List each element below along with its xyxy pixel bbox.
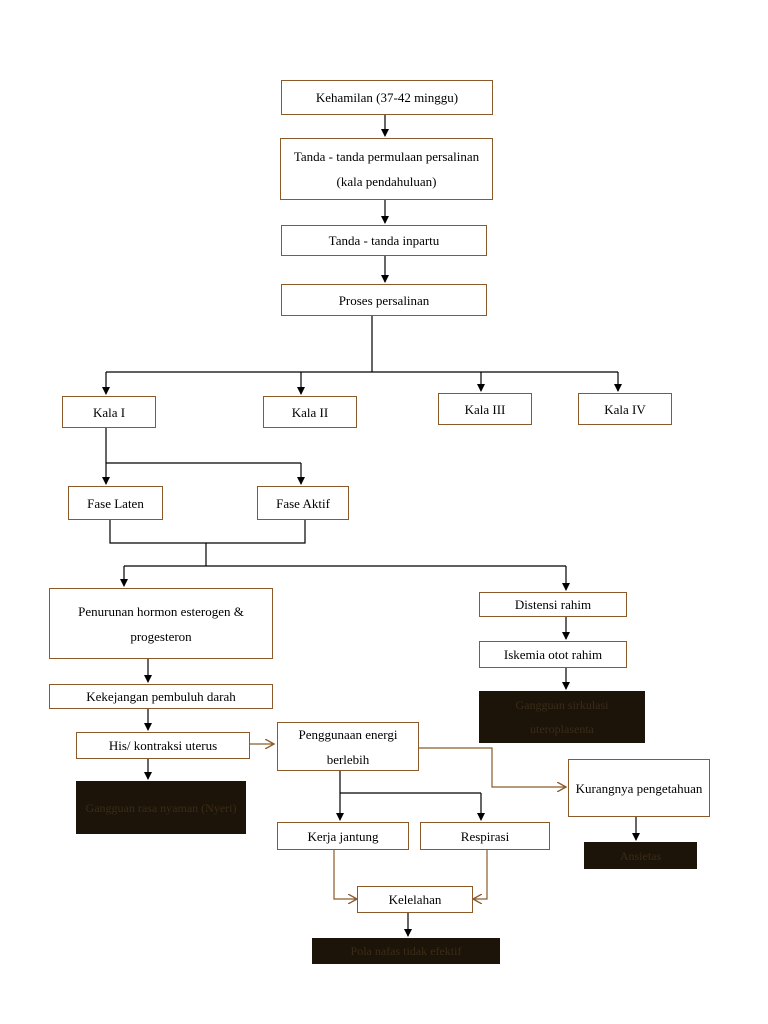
- arrow-energi-kurangnya: [419, 747, 566, 787]
- arrow-respirasi-kelelahan: [473, 850, 488, 899]
- node-tanda-permulaan: Tanda - tanda permulaan persalinan (kala…: [280, 138, 493, 200]
- node-kerja-jantung: Kerja jantung: [277, 822, 409, 850]
- node-gangguan-sirkulasi: Gangguan sirkulasi uteroplasenta: [479, 691, 645, 743]
- node-kala-2: Kala II: [263, 396, 357, 428]
- node-kelelahan: Kelelahan: [357, 886, 473, 913]
- node-penurunan-hormon: Penurunan hormon esterogen & progesteron: [49, 588, 273, 659]
- node-distensi-rahim: Distensi rahim: [479, 592, 627, 617]
- node-respirasi: Respirasi: [420, 822, 550, 850]
- node-pola-nafas: Pola nafas tidak efektif: [312, 938, 500, 964]
- arrow-jantung-kelelahan: [333, 850, 357, 899]
- node-penggunaan-energi: Penggunaan energi berlebih: [277, 722, 419, 771]
- node-ansietas: Ansietas: [584, 842, 697, 869]
- node-tanda-inpartu: Tanda - tanda inpartu: [281, 225, 487, 256]
- line-fase-merge: [109, 520, 306, 544]
- node-gangguan-rasa-nyaman: Gangguan rasa nyaman (Nyeri): [76, 781, 246, 834]
- node-proses-persalinan: Proses persalinan: [281, 284, 487, 316]
- node-fase-aktif: Fase Aktif: [257, 486, 349, 520]
- node-kala-1: Kala I: [62, 396, 156, 428]
- node-kehamilan: Kehamilan (37-42 minggu): [281, 80, 493, 115]
- node-kurangnya-pengetahuan: Kurangnya pengetahuan: [568, 759, 710, 817]
- node-iskemia-otot-rahim: Iskemia otot rahim: [479, 641, 627, 668]
- node-kala-4: Kala IV: [578, 393, 672, 425]
- node-fase-laten: Fase Laten: [68, 486, 163, 520]
- node-his-kontraksi: His/ kontraksi uterus: [76, 732, 250, 759]
- node-kekejangan-pembuluh-darah: Kekejangan pembuluh darah: [49, 684, 273, 709]
- node-kala-3: Kala III: [438, 393, 532, 425]
